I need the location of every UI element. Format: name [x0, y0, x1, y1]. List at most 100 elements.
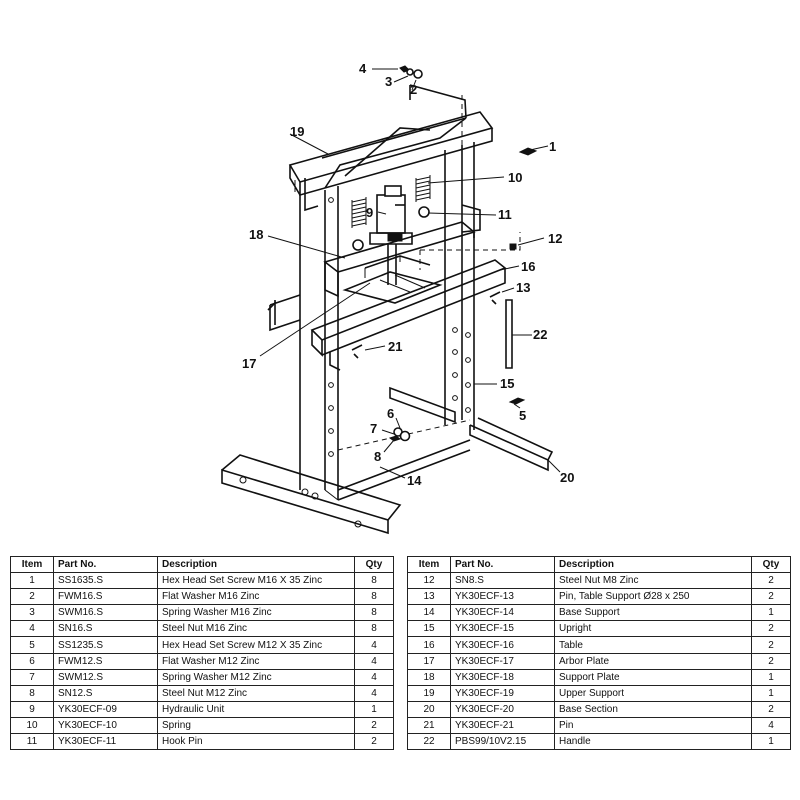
cell-part-no: SS1635.S [53, 572, 158, 590]
callout-11: 11 [498, 207, 512, 222]
cell-description: Handle [554, 733, 752, 751]
cell-description: Arbor Plate [554, 652, 752, 670]
cell-part-no: SWM12.S [53, 668, 158, 686]
header-qty: Qty [751, 555, 791, 574]
callout-16: 16 [521, 259, 535, 274]
cell-item: 19 [407, 684, 451, 702]
callout-18: 18 [249, 227, 263, 242]
cell-description: Steel Nut M16 Zinc [157, 620, 355, 638]
cell-description: Pin [554, 716, 752, 735]
cell-qty: 1 [751, 668, 791, 686]
cell-item: 4 [10, 620, 54, 638]
cell-part-no: YK30ECF-19 [450, 684, 555, 702]
cell-part-no: YK30ECF-16 [450, 636, 555, 654]
cell-item: 7 [10, 668, 54, 686]
cell-item: 6 [10, 652, 54, 670]
cell-qty: 2 [751, 588, 791, 606]
cell-qty: 2 [354, 733, 394, 751]
cell-part-no: SS1235.S [53, 636, 158, 654]
cell-description: Upper Support [554, 684, 752, 702]
press-frame-drawing [221, 65, 554, 535]
cell-part-no: YK30ECF-14 [450, 604, 555, 622]
cell-item: 2 [10, 588, 54, 606]
cell-description: Spring Washer M16 Zinc [157, 604, 355, 622]
cell-part-no: YK30ECF-17 [450, 652, 555, 670]
header-item: Item [10, 555, 54, 574]
cell-qty: 2 [751, 652, 791, 670]
cell-description: Hydraulic Unit [157, 700, 355, 718]
cell-qty: 1 [751, 604, 791, 622]
cell-qty: 1 [354, 700, 394, 718]
cell-description: Spring [157, 716, 355, 735]
cell-qty: 8 [354, 604, 394, 622]
cell-item: 17 [407, 652, 451, 670]
cell-part-no: YK30ECF-09 [53, 700, 158, 718]
cell-item: 10 [10, 716, 54, 735]
cell-description: Steel Nut M12 Zinc [157, 684, 355, 702]
cell-part-no: FWM12.S [53, 652, 158, 670]
callout-8: 8 [374, 449, 381, 464]
cell-qty: 2 [751, 620, 791, 638]
cell-description: Spring Washer M12 Zinc [157, 668, 355, 686]
callout-19: 19 [290, 124, 304, 139]
callout-12: 12 [548, 231, 562, 246]
cell-description: Pin, Table Support Ø28 x 250 [554, 588, 752, 606]
cell-description: Upright [554, 620, 752, 638]
callout-5: 5 [519, 408, 526, 423]
cell-part-no: PBS99/10V2.15 [450, 733, 555, 751]
cell-description: Hook Pin [157, 733, 355, 751]
cell-part-no: YK30ECF-21 [450, 716, 555, 735]
callout-4: 4 [359, 61, 367, 76]
callout-15: 15 [500, 376, 514, 391]
cell-qty: 8 [354, 620, 394, 638]
cell-qty: 4 [354, 684, 394, 702]
cell-item: 3 [10, 604, 54, 622]
callout-17: 17 [242, 356, 256, 371]
cell-item: 16 [407, 636, 451, 654]
cell-item: 11 [10, 733, 54, 751]
press-exploded-diagram: 1 2 3 4 5 6 7 8 9 10 11 12 13 14 15 16 1… [221, 61, 574, 535]
cell-qty: 4 [354, 652, 394, 670]
parts-table-left: Item Part No. Description Qty 1 SS1635.S H… [10, 555, 394, 751]
cell-part-no: FWM16.S [53, 588, 158, 606]
cell-qty: 2 [751, 636, 791, 654]
cell-qty: 8 [354, 588, 394, 606]
cell-qty: 1 [751, 733, 791, 751]
cell-item: 15 [407, 620, 451, 638]
cell-item: 13 [407, 588, 451, 606]
callout-22: 22 [533, 327, 547, 342]
callout-2: 2 [410, 82, 417, 97]
cell-item: 22 [407, 733, 451, 751]
header-item: Item [407, 555, 451, 574]
cell-part-no: SWM16.S [53, 604, 158, 622]
cell-part-no: YK30ECF-20 [450, 700, 555, 718]
cell-description: Flat Washer M16 Zinc [157, 588, 355, 606]
callout-3: 3 [385, 74, 392, 89]
callout-6: 6 [387, 406, 394, 421]
table-header-row: Item Part No. Description Qty [10, 555, 394, 574]
cell-qty: 4 [354, 668, 394, 686]
cell-qty: 2 [751, 572, 791, 590]
cell-part-no: YK30ECF-13 [450, 588, 555, 606]
cell-part-no: YK30ECF-15 [450, 620, 555, 638]
callout-1: 1 [549, 139, 556, 154]
cell-part-no: YK30ECF-18 [450, 668, 555, 686]
callout-labels: 1 2 3 4 5 6 7 8 9 10 11 12 13 14 15 16 1… [242, 61, 574, 488]
